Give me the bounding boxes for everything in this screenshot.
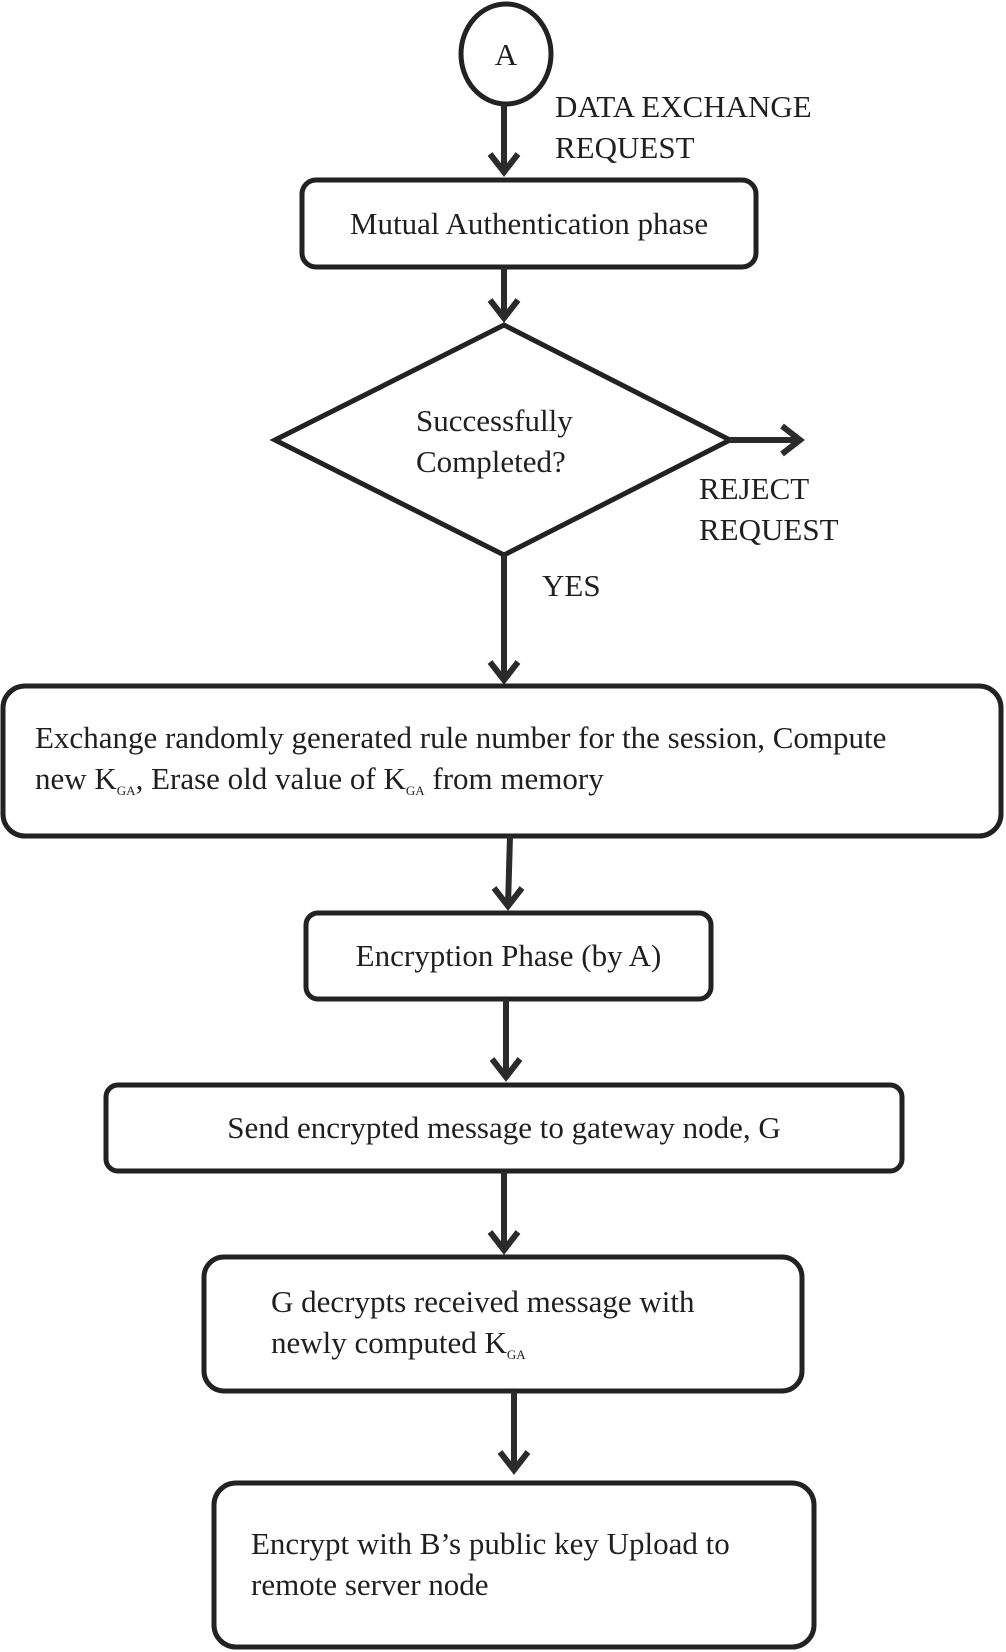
reject-request-label-line2: REQUEST — [699, 512, 839, 547]
decision-label-line2: Completed? — [416, 444, 566, 479]
decrypt-box — [201, 1254, 805, 1394]
arrow-exchange-to-encryption — [505, 835, 513, 907]
decrypt-line2-text: newly computed K — [271, 1325, 507, 1360]
encryption-phase-label: Encryption Phase (by A) — [355, 938, 662, 973]
arrowhead-auth-to-decision — [487, 298, 521, 323]
upload-label-line1: Encrypt with B’s public key Upload to — [251, 1526, 730, 1561]
send-message-label: Send encrypted message to gateway node, … — [227, 1110, 781, 1145]
decrypt-label-line1: G decrypts received message with — [271, 1284, 695, 1319]
exchange-subscript-ga-2: GA — [405, 783, 425, 798]
arrowhead-decision-to-exchange — [487, 660, 521, 685]
data-exchange-request-label-line2: REQUEST — [555, 130, 695, 165]
arrowhead-decision-to-reject — [780, 423, 805, 457]
reject-request-label-line1: REJECT — [699, 471, 810, 506]
exchange-label-line1: Exchange randomly generated rule number … — [35, 720, 887, 755]
arrowhead-decrypt-to-upload — [497, 1450, 531, 1475]
upload-label-line2: remote server node — [251, 1567, 489, 1602]
exchange-label-line2: new KGA, Erase old value of KGA from mem… — [35, 758, 604, 811]
decision-label-line1: Successfully — [416, 403, 573, 438]
data-exchange-request-label-line1: DATA EXCHANGE — [555, 89, 812, 124]
arrowhead-encryption-to-send — [489, 1057, 523, 1082]
exchange-subscript-ga-1: GA — [116, 783, 136, 798]
start-connector-label: A — [494, 37, 518, 72]
decrypt-label-line2: newly computed KGA — [271, 1322, 526, 1375]
decrypt-subscript-ga: GA — [506, 1347, 526, 1362]
upload-box — [211, 1480, 817, 1650]
arrowhead-start-to-auth — [487, 152, 521, 177]
exchange-line2-part-c: from memory — [424, 761, 604, 796]
exchange-line2-part-b: , Erase old value of K — [135, 761, 406, 796]
yes-label: YES — [542, 568, 601, 603]
mutual-auth-label: Mutual Authentication phase — [349, 206, 709, 241]
exchange-line2-part-a: new K — [35, 761, 117, 796]
arrowhead-exchange-to-encryption — [491, 886, 525, 911]
exchange-box — [0, 683, 1004, 839]
mutual-auth-box — [299, 177, 759, 270]
arrowhead-send-to-decrypt — [487, 1230, 521, 1255]
